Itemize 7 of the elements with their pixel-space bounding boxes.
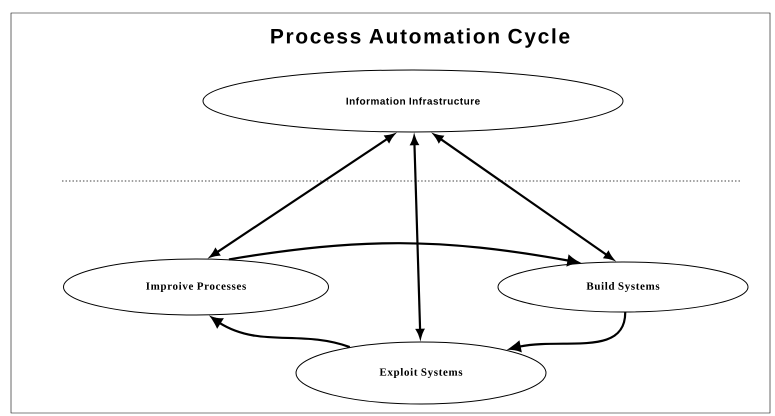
arrow xyxy=(210,134,394,258)
arrow xyxy=(228,242,579,266)
arrow xyxy=(211,316,350,348)
arrow xyxy=(410,136,424,338)
title: Process Automation Cycle xyxy=(271,28,570,48)
arrow xyxy=(434,134,614,260)
arrow xyxy=(509,312,626,352)
